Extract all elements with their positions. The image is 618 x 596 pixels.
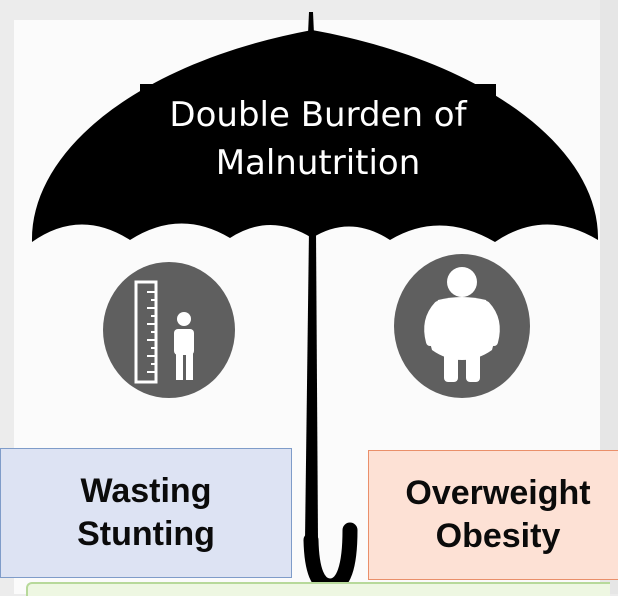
umbrella-handle [303,522,358,594]
title-line-1: Double Burden of [169,95,467,135]
stunting-label: Stunting [77,515,215,553]
undernutrition-box: Wasting Stunting [0,448,292,578]
obesity-label: Obesity [435,517,561,555]
title-box: Double Burden of Malnutrition [140,84,496,194]
overnutrition-box: Overweight Obesity [368,450,618,580]
obese-person-icon [394,254,530,398]
ruler-child-icon [103,262,235,398]
title-line-2: Malnutrition [215,143,421,183]
umbrella-shaft [305,230,318,540]
wasting-label: Wasting [80,472,212,510]
bottom-band [26,582,610,596]
right-edge-strip [600,0,618,594]
umbrella-tip [308,12,314,34]
overweight-label: Overweight [405,474,591,512]
